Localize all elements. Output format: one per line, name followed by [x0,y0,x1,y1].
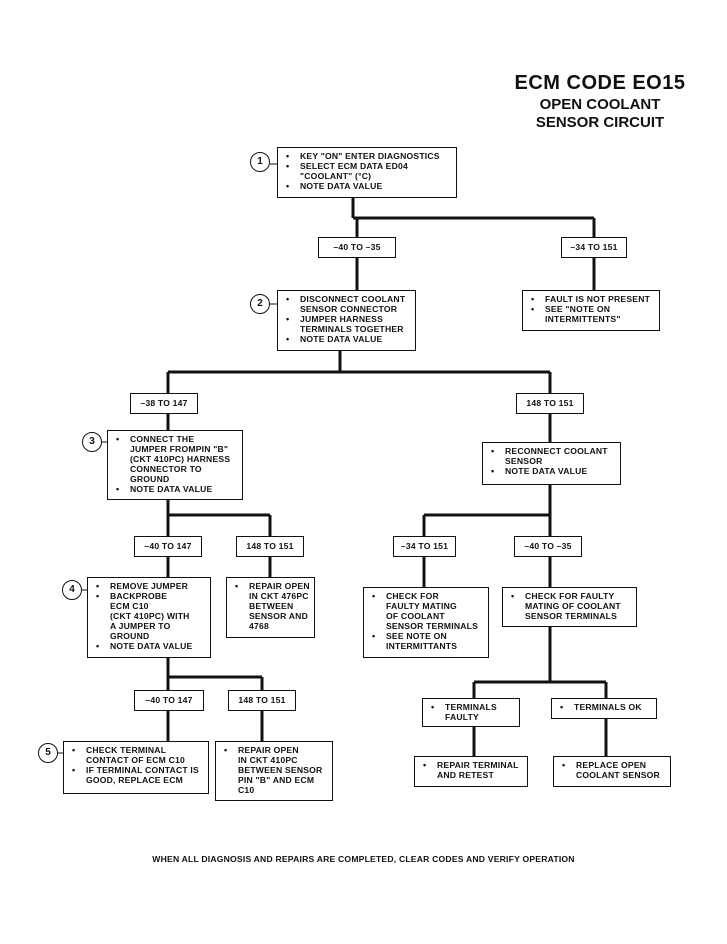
range-box: –34 TO 151 [393,536,456,557]
bullet-item: SEE NOTE ON INTERMITTANTS [370,631,484,651]
step-marker-2: 2 [250,294,270,314]
step4-box: REMOVE JUMPERBACKPROBE ECM C10 (CKT 410P… [87,577,211,658]
replace-sensor-box: REPLACE OPEN COOLANT SENSOR [553,756,671,787]
bullet-item: REPAIR TERMINAL AND RETEST [421,760,523,780]
step5-box: CHECK TERMINAL CONTACT OF ECM C10IF TERM… [63,741,209,794]
bullet-item: NOTE DATA VALUE [489,466,616,476]
repair-476-box: REPAIR OPEN IN CKT 476PC BETWEEN SENSOR … [226,577,315,638]
repair-retest-box: REPAIR TERMINAL AND RETEST [414,756,528,787]
step-marker-4: 4 [62,580,82,600]
repair-410-box: REPAIR OPEN IN CKT 410PC BETWEEN SENSOR … [215,741,333,801]
bullet-item: REPLACE OPEN COOLANT SENSOR [560,760,666,780]
terminals-ok-box: TERMINALS OK [551,698,657,719]
check-mating-box: CHECK FOR FAULTY MATING OF COOLANT SENSO… [502,587,637,627]
page-title-line2: SENSOR CIRCUIT [535,114,665,131]
bullet-item: JUMPER HARNESS TERMINALS TOGETHER [284,314,411,334]
footer-note: WHEN ALL DIAGNOSIS AND REPAIRS ARE COMPL… [152,854,575,864]
bullet-item: TERMINALS OK [558,702,652,712]
range-box: –34 TO 151 [561,237,627,258]
bullet-item: SEE "NOTE ON INTERMITTENTS" [529,304,655,324]
step3-box: CONNECT THE JUMPER FROMPIN "B" (CKT 410P… [107,430,243,500]
bullet-item: IF TERMINAL CONTACT IS GOOD, REPLACE ECM [70,765,204,785]
bullet-item: FAULT IS NOT PRESENT [529,294,655,304]
bullet-item: CHECK FOR FAULTY MATING OF COOLANT SENSO… [370,591,484,631]
terminals-faulty-box: TERMINALS FAULTY [422,698,520,727]
range-box: 148 TO 151 [516,393,584,414]
range-box: –40 TO –35 [318,237,396,258]
step1-box: KEY "ON" ENTER DIAGNOSTICSSELECT ECM DAT… [277,147,457,198]
bullet-item: REPAIR OPEN IN CKT 476PC BETWEEN SENSOR … [233,581,310,631]
check-faulty-mating-box: CHECK FOR FAULTY MATING OF COOLANT SENSO… [363,587,489,658]
bullet-item: REMOVE JUMPER [94,581,206,591]
bullet-item: NOTE DATA VALUE [284,334,411,344]
bullet-item: CONNECT THE JUMPER FROMPIN "B" (CKT 410P… [114,434,238,484]
bullet-item: SELECT ECM DATA ED04 "COOLANT" (°C) [284,161,452,181]
step-marker-5: 5 [38,743,58,763]
bullet-item: NOTE DATA VALUE [284,181,452,191]
bullet-item: NOTE DATA VALUE [94,641,206,651]
range-box: –40 TO 147 [134,690,204,711]
page-title-code: ECM CODE EO15 [514,72,686,94]
range-box: 148 TO 151 [236,536,304,557]
bullet-item: DISCONNECT COOLANT SENSOR CONNECTOR [284,294,411,314]
bullet-item: KEY "ON" ENTER DIAGNOSTICS [284,151,452,161]
step-marker-1: 1 [250,152,270,172]
range-box: –40 TO –35 [514,536,582,557]
step2-box: DISCONNECT COOLANT SENSOR CONNECTORJUMPE… [277,290,416,351]
step-marker-3: 3 [82,432,102,452]
fault-not-present-box: FAULT IS NOT PRESENTSEE "NOTE ON INTERMI… [522,290,660,331]
page-title-line1: OPEN COOLANT [539,96,661,113]
bullet-item: REPAIR OPEN IN CKT 410PC BETWEEN SENSOR … [222,745,328,795]
range-box: 148 TO 151 [228,690,296,711]
bullet-item: CHECK TERMINAL CONTACT OF ECM C10 [70,745,204,765]
bullet-item: CHECK FOR FAULTY MATING OF COOLANT SENSO… [509,591,632,621]
range-box: –40 TO 147 [134,536,202,557]
bullet-item: BACKPROBE ECM C10 (CKT 410PC) WITH A JUM… [94,591,206,641]
bullet-item: NOTE DATA VALUE [114,484,238,494]
range-box: –38 TO 147 [130,393,198,414]
reconnect-sensor-box: RECONNECT COOLANT SENSORNOTE DATA VALUE [482,442,621,485]
bullet-item: TERMINALS FAULTY [429,702,515,722]
bullet-item: RECONNECT COOLANT SENSOR [489,446,616,466]
